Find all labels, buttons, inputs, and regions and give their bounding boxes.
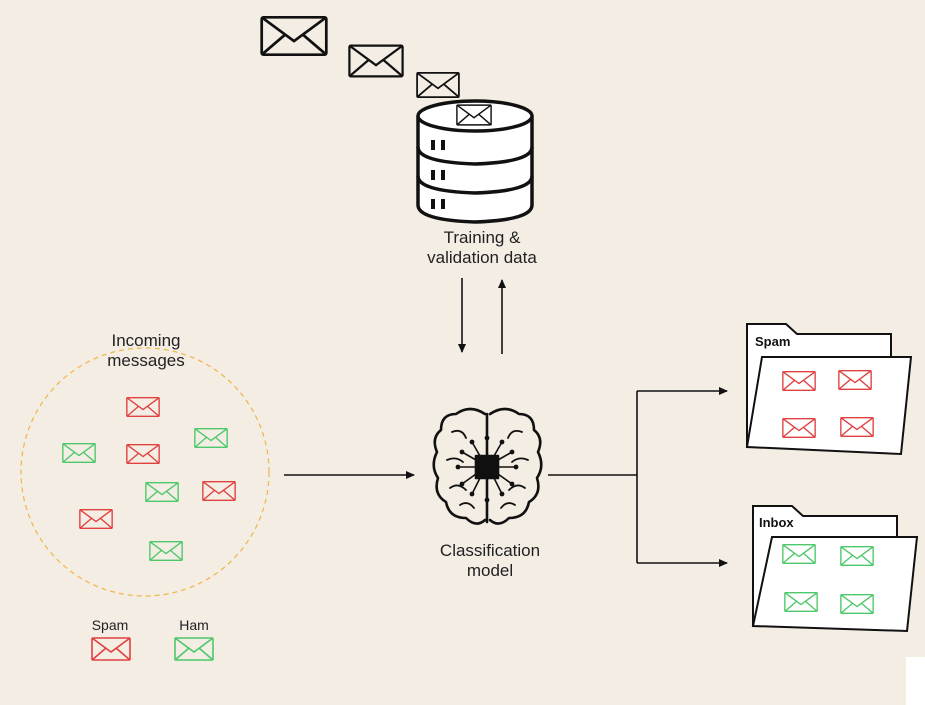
ham-envelope-icon	[62, 442, 96, 464]
legend-spam-envelope-icon	[91, 637, 131, 661]
legend-spam-label: Spam	[91, 617, 129, 633]
incoming-envelopes	[62, 396, 236, 562]
incoming-messages-label: Incoming messages	[107, 331, 185, 370]
branch-arrows	[548, 387, 728, 567]
legend-ham-label: Ham	[179, 617, 209, 633]
legend-ham-envelope-icon	[174, 637, 214, 661]
classification-model-label: Classification model	[439, 541, 541, 580]
corner-patch	[906, 657, 925, 705]
envelope-icon	[260, 15, 328, 57]
ham-envelope-icon	[145, 481, 179, 503]
spam-folder-title: Spam	[755, 334, 791, 349]
training-envelopes	[260, 15, 460, 99]
spam-envelope-icon	[79, 508, 113, 530]
spam-envelope-icon	[126, 396, 160, 418]
spam-folder-icon	[745, 323, 913, 456]
ham-envelope-icon	[194, 427, 228, 449]
incoming-circle	[20, 347, 270, 597]
ham-envelope-icon	[149, 540, 183, 562]
envelope-icon	[416, 71, 460, 99]
brain-chip-icon	[432, 407, 543, 525]
training-data-label: Training & validation data	[427, 228, 537, 267]
spam-envelope-icon	[126, 443, 160, 465]
database-icon	[416, 99, 534, 224]
envelope-icon	[348, 44, 404, 78]
spam-envelope-icon	[202, 480, 236, 502]
inbox-folder-title: Inbox	[759, 515, 794, 530]
